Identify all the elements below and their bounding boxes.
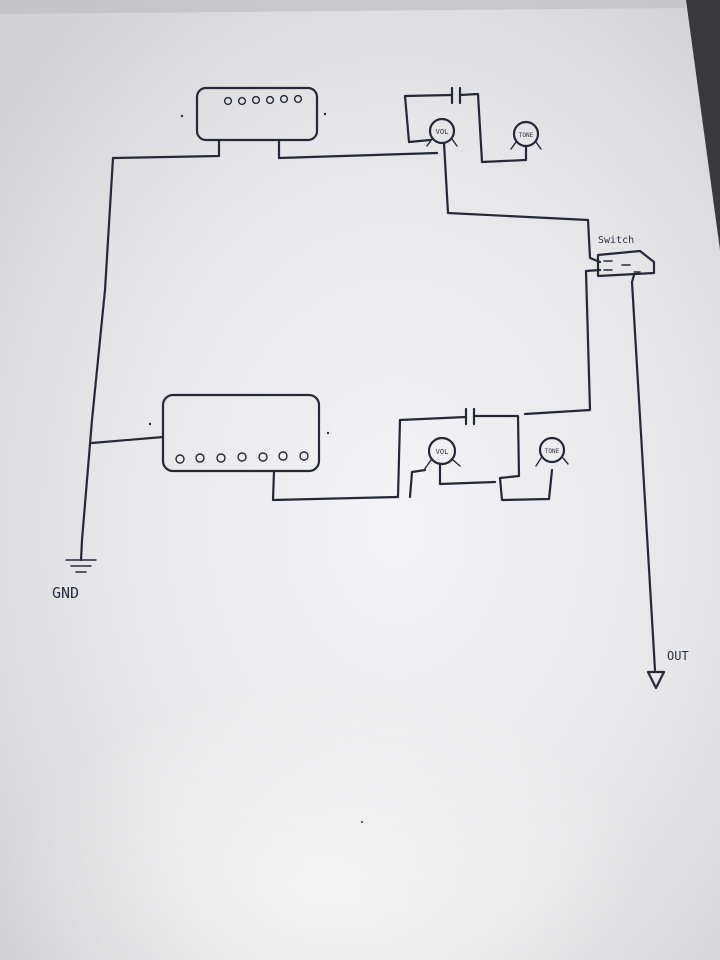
bridge-ground-wire bbox=[90, 435, 165, 445]
paper-shadow-top bbox=[0, 0, 686, 14]
vol-top-label: VOL bbox=[436, 128, 449, 136]
gnd-label: GND bbox=[52, 584, 79, 602]
vol-bottom-pot: VOL bbox=[423, 436, 461, 471]
pickup-switch: Switch bbox=[596, 235, 656, 278]
output-arrow bbox=[646, 670, 666, 690]
tone-bottom-pot: TONE bbox=[535, 436, 569, 467]
neck-pickup bbox=[180, 86, 327, 142]
output-wire bbox=[630, 273, 657, 672]
vol-top-to-switch bbox=[442, 141, 602, 264]
tone-top-label: TONE bbox=[519, 132, 534, 139]
neck-pickup-poles bbox=[223, 94, 303, 106]
bridge-hot-wire bbox=[271, 469, 400, 502]
light-glare bbox=[0, 500, 720, 960]
cap-top bbox=[403, 86, 528, 164]
ground-wire bbox=[79, 138, 221, 562]
out-label: OUT bbox=[667, 649, 689, 663]
tone-bottom-label: TONE bbox=[545, 448, 560, 455]
ground-symbol bbox=[65, 559, 97, 573]
switch-bridge-input bbox=[523, 268, 602, 416]
vol-bottom-label: VOL bbox=[436, 448, 449, 456]
vol-top-pot: VOL bbox=[426, 117, 458, 147]
vol-bottom-wiring bbox=[408, 462, 497, 499]
stray-dot bbox=[361, 821, 363, 823]
neck-hot-wire bbox=[277, 138, 439, 160]
bridge-pickup bbox=[148, 393, 330, 473]
bridge-pickup-poles bbox=[175, 451, 309, 464]
cap-bottom bbox=[396, 407, 554, 502]
circuit-ink: VOL TONE Switch bbox=[52, 86, 689, 823]
switch-label: Switch bbox=[598, 235, 634, 246]
